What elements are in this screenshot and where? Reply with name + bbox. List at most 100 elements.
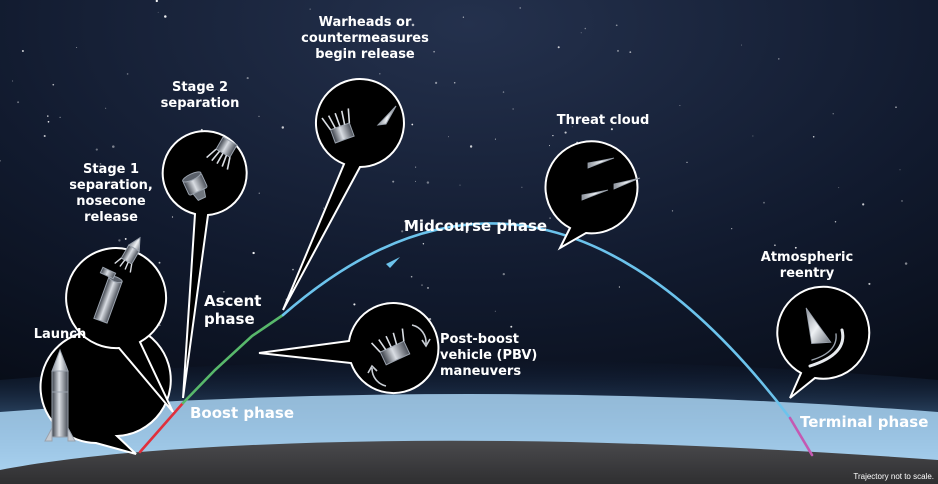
star [465,230,468,234]
star [618,286,621,288]
star [433,50,435,53]
stars [0,0,908,328]
star [557,46,560,49]
star [258,115,260,118]
star [838,187,840,189]
star [401,230,404,233]
star [521,186,523,188]
star [584,27,587,30]
star [47,115,49,117]
star [118,239,121,242]
star [731,228,733,230]
star [616,49,620,52]
star [453,81,456,84]
star [415,166,417,168]
star [752,135,754,137]
midcourse-phase-label: Midcourse phase [404,217,548,235]
star [223,290,225,293]
star [0,159,1,162]
star [740,44,743,46]
star [309,8,311,10]
warhead-release-icon [321,105,397,144]
star [126,73,129,75]
star [494,310,496,312]
star [868,282,871,285]
star [164,15,167,18]
star [552,134,554,137]
star [246,77,249,80]
star [158,261,161,264]
star [832,113,834,115]
star [292,268,294,271]
star [615,24,618,27]
star [862,203,865,206]
star [155,0,158,3]
stage2-bubble [161,130,248,399]
stage1-icon [93,236,141,324]
star [21,49,24,53]
warheads-label: Warheads or countermeasures begin releas… [301,15,429,62]
star [392,180,395,183]
star [462,16,465,18]
star [571,126,573,128]
star [904,262,908,265]
star [671,210,674,212]
star [411,23,415,27]
star [774,244,776,247]
star [679,105,681,107]
missile-icon [44,348,76,442]
boost-phase-label: Boost phase [190,404,295,422]
star [95,148,98,151]
star [281,126,285,129]
star [52,83,55,86]
warheads-bubble [282,78,405,311]
star [610,128,613,131]
star [426,181,430,184]
star [629,51,632,53]
star [549,217,551,219]
star [459,184,461,186]
star [12,80,14,82]
launch-label: Launch [33,327,87,342]
star [812,135,815,138]
star [124,237,127,240]
star [794,246,797,249]
star [47,120,50,123]
star [549,145,550,147]
star [59,116,61,119]
ascent-segment [181,313,285,405]
pbv-bubble [258,302,440,395]
star [421,284,423,286]
star [404,220,407,223]
star [494,138,496,140]
star [901,200,903,202]
boost-segment [138,401,185,454]
star [510,325,513,328]
star [323,207,325,209]
threat-cloud-label: Threat cloud [556,113,650,128]
star [519,7,521,9]
star [17,101,20,104]
earth-surface [0,440,938,484]
midcourse-segment [281,222,792,420]
stage1-bubble [65,247,174,413]
star [763,201,765,204]
star [899,169,901,171]
star [171,216,174,218]
star [174,99,176,101]
star [76,46,78,49]
star [410,275,413,278]
star [469,145,473,148]
reentry-label: Atmospheric reentry [760,250,854,281]
star [512,108,514,110]
stage2-label: Stage 2 separation [160,80,240,111]
star [379,72,381,75]
stage2-icon [182,136,238,201]
star [447,136,449,138]
star [258,192,260,194]
terminal-phase-label: Terminal phase [800,413,929,431]
star [686,161,688,164]
reentry-vehicle-icon [805,307,845,368]
